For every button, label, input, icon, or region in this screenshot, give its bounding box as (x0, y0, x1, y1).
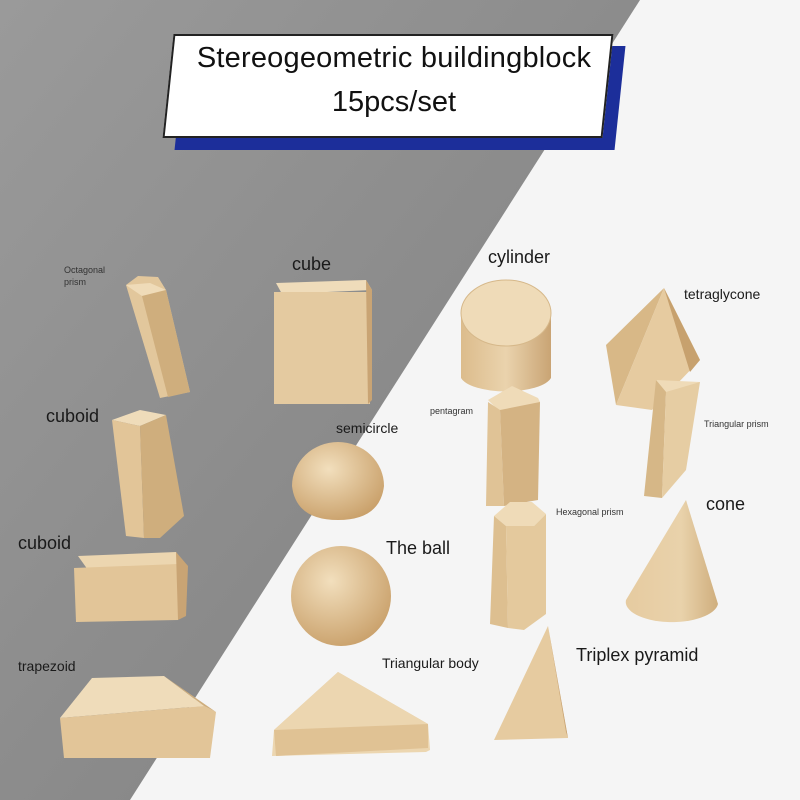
label-triplex-pyramid: Triplex pyramid (576, 645, 699, 665)
tetraglycone-block (606, 288, 700, 410)
banner-subtitle: 15pcs/set (331, 86, 457, 118)
octagonal-prism-block (126, 276, 190, 398)
hexagonal-prism-block (490, 502, 546, 630)
semicircle-block (292, 442, 384, 520)
cube-block (274, 280, 372, 404)
label-cuboid-1: cuboid (46, 406, 100, 426)
pentagonal-prism-block (486, 386, 540, 506)
cone-block (625, 500, 718, 623)
label-semicircle: semicircle (336, 420, 399, 436)
trapezoid-block (60, 676, 216, 758)
label-tetraglycone: tetraglycone (684, 286, 761, 302)
label-octagonal-prism: Octagonal prism (64, 264, 105, 288)
triangular-body-block (272, 672, 430, 756)
ball-block (291, 546, 391, 646)
label-cube: cube (292, 254, 332, 274)
label-hexagonal-prism: Hexagonal prism (556, 507, 624, 517)
label-triangular-body: Triangular body (382, 655, 479, 671)
label-cone: cone (706, 494, 746, 514)
triangular-prism-block (644, 380, 700, 498)
label-the-ball: The ball (386, 538, 451, 558)
label-octagonal-line1: Octagonal (64, 265, 106, 275)
label-trapezoid: trapezoid (18, 658, 76, 674)
label-cylinder: cylinder (488, 247, 551, 267)
banner-title: Stereogeometric buildingblock (196, 42, 592, 74)
cuboid-tall-block (112, 410, 184, 538)
label-octagonal-line2: prism (64, 277, 86, 287)
label-cuboid-2: cuboid (18, 533, 72, 553)
cylinder-block (460, 279, 552, 392)
label-triangular-prism: Triangular prism (704, 419, 769, 429)
triplex-pyramid-block (494, 626, 568, 740)
title-banner: Stereogeometric buildingblock 15pcs/set (162, 34, 626, 150)
label-pentagram: pentagram (430, 406, 474, 416)
cuboid-flat-block (74, 552, 188, 622)
